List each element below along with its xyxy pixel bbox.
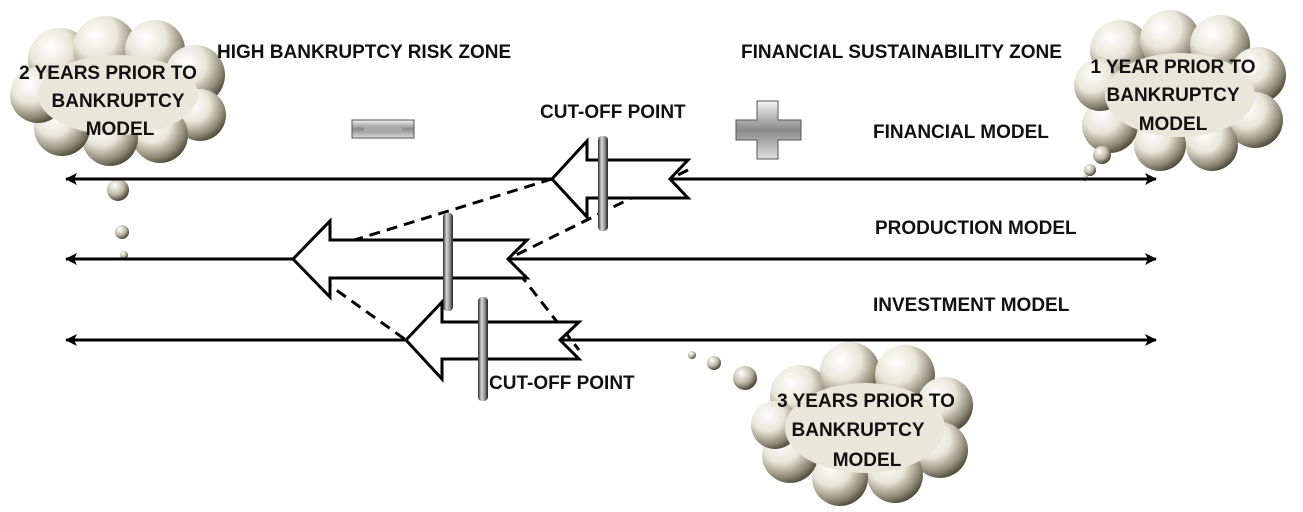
cloud-three-years-line2: BANKRUPTCY [792, 420, 925, 441]
cloud-one-year [1074, 10, 1286, 181]
cloud-one-year-line3: MODEL [1139, 114, 1208, 135]
sustainability-zone-label: FINANCIAL SUSTAINABILITY ZONE [741, 42, 1062, 63]
cloud-three-years-line3: MODEL [833, 450, 902, 471]
cloud-one-year-line1: 1 YEAR PRIOR TO [1090, 57, 1255, 78]
minus-icon [351, 119, 415, 139]
cloud-three-years [688, 342, 973, 506]
cutoff-bar-investment [478, 297, 488, 401]
financial-arrow [549, 137, 692, 221]
plus-icon [735, 100, 802, 160]
cloud-two-years-line1: 2 YEARS PRIOR TO [19, 63, 197, 84]
investment-arrow [403, 298, 583, 383]
production-arrow [290, 217, 531, 301]
cloud-two-years-line3: MODEL [86, 119, 155, 140]
production-model-label: PRODUCTION MODEL [875, 218, 1077, 239]
cloud-two-years [10, 16, 226, 259]
cloud-three-years-line1: 3 YEARS PRIOR TO [777, 391, 955, 412]
cutoff-label-top: CUT-OFF POINT [540, 102, 686, 123]
cloud-one-year-line2: BANKRUPTCY [1107, 85, 1240, 106]
cutoff-label-bottom: CUT-OFF POINT [489, 373, 635, 394]
cutoff-bar-financial [598, 136, 608, 231]
cloud-two-years-line2: BANKRUPTCY [52, 91, 185, 112]
risk-zone-label: HIGH BANKRUPTCY RISK ZONE [217, 42, 511, 63]
investment-model-label: INVESTMENT MODEL [873, 295, 1070, 316]
financial-model-label: FINANCIAL MODEL [873, 122, 1049, 143]
cutoff-bar-production [443, 213, 453, 311]
